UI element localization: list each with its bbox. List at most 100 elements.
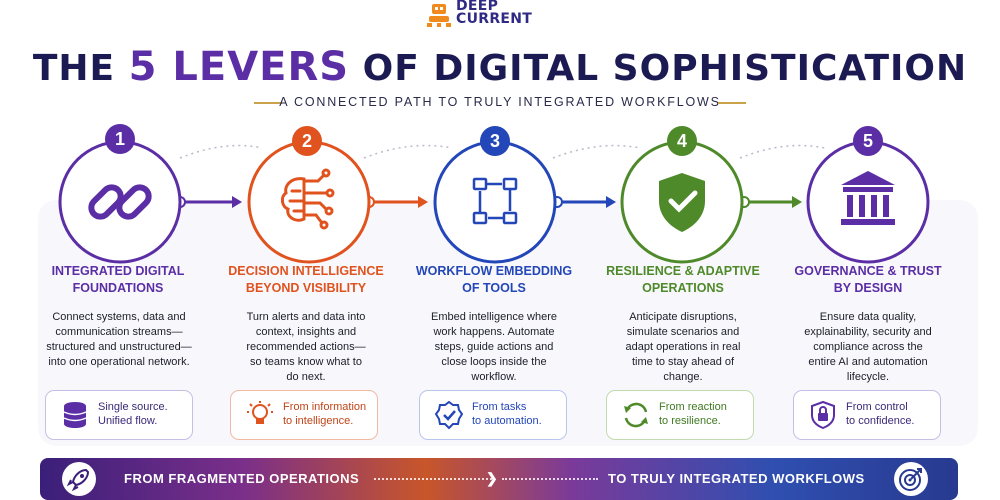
chevron-right-icon: ❯	[486, 470, 498, 486]
lever-2-card-line-1: From information	[283, 401, 367, 413]
banner-dotted-line	[374, 478, 492, 480]
lever-5-card: From control to confidence.	[793, 390, 941, 440]
lever-3-heading-line-1: WORKFLOW EMBEDDING	[415, 264, 573, 278]
lever-1-description: Connect systems, data and communication …	[27, 310, 211, 370]
lever-3-number: 3	[480, 126, 510, 156]
lever-2-desc-line: do next.	[286, 371, 326, 383]
lever-3-circle	[433, 140, 557, 264]
brain-circuit-icon	[280, 168, 335, 230]
logo-line-2: CURRENT	[456, 11, 533, 27]
lever-3-desc-line: close loops inside the	[441, 356, 547, 368]
lever-3-heading: WORKFLOW EMBEDDING OF TOOLS	[394, 263, 594, 297]
lever-3-desc-line: workflow.	[471, 371, 517, 383]
lever-2-desc-line: so teams know what to	[250, 356, 362, 368]
transformation-banner: FROM FRAGMENTED OPERATIONS ❯ TO TRULY IN…	[40, 458, 958, 500]
lever-5-desc-line: Ensure data quality,	[819, 311, 917, 323]
lever-2-desc-line: recommended actions—	[246, 341, 366, 353]
lever-4-heading-line-2: OPERATIONS	[642, 281, 724, 295]
lever-5-heading-line-1: GOVERNANCE & TRUST	[794, 264, 942, 278]
lever-2-number: 2	[292, 126, 322, 156]
lever-5-desc-line: lifecycle.	[846, 371, 890, 383]
title-accent: 5 LEVERS	[128, 44, 350, 90]
rocket-badge	[62, 462, 96, 496]
lever-3-desc-line: Embed intelligence where	[431, 311, 557, 323]
lever-5-desc-line: entire AI and automation	[808, 356, 928, 368]
lever-2-circle	[247, 140, 371, 264]
lever-4-heading-line-1: RESILIENCE & ADAPTIVE	[606, 264, 760, 278]
chain-link-icon	[88, 184, 152, 220]
lever-5-heading: GOVERNANCE & TRUST BY DESIGN	[768, 263, 968, 297]
lever-1-number: 1	[105, 124, 135, 154]
lever-1-heading-line-1: INTEGRATED DIGITAL	[51, 264, 185, 278]
lever-3-card-line-1: From tasks	[472, 401, 527, 413]
lever-2-desc-line: Turn alerts and data into	[246, 311, 366, 323]
lever-4-desc-line: Anticipate disruptions,	[629, 311, 737, 323]
lever-3-heading-line-2: OF TOOLS	[462, 281, 526, 295]
lever-5-card-line-2: to confidence.	[846, 415, 915, 427]
lever-2-heading-line-2: BEYOND VISIBILITY	[245, 281, 367, 295]
lever-4-description: Anticipate disruptions, simulate scenari…	[591, 310, 775, 385]
target-icon	[899, 468, 922, 491]
lever-4-card-line-2: to resilience.	[659, 415, 721, 427]
lever-2-heading-line-1: DECISION INTELLIGENCE	[228, 264, 384, 278]
banner-left-text: FROM FRAGMENTED OPERATIONS	[124, 471, 360, 486]
lever-3-desc-line: work happens. Automate	[433, 326, 555, 338]
lever-5-card-line-1: From control	[846, 401, 908, 413]
lever-3-desc-line: steps, guide actions and	[434, 341, 554, 353]
lever-2-card-line-2: to intelligence.	[283, 415, 354, 427]
lever-1-desc-line: communication streams—	[55, 326, 183, 338]
logo-line-1: DEEP	[456, 0, 499, 14]
lever-1-card-line-1: Single source.	[98, 401, 168, 413]
title-pre: THE	[32, 48, 129, 89]
lever-1-desc-line: Connect systems, data and	[52, 311, 186, 323]
lever-3-card-line-2: to automation.	[472, 415, 542, 427]
lever-4-desc-line: change.	[663, 371, 703, 383]
lever-5-number: 5	[853, 126, 883, 156]
lever-2-desc-line: context, insights and	[255, 326, 357, 338]
refresh-icon	[624, 402, 648, 428]
lever-5-description: Ensure data quality, explainability, sec…	[776, 310, 960, 385]
lever-5-circle	[806, 140, 930, 264]
lever-4-card: From reaction to resilience.	[606, 390, 754, 440]
shield-check-icon	[659, 173, 705, 232]
lever-3-card: From tasks to automation.	[419, 390, 567, 440]
lever-1-desc-line: structured and unstructured—	[46, 341, 192, 353]
lock-shield-icon	[811, 400, 835, 430]
badge-check-icon	[434, 400, 464, 430]
lever-4-number: 4	[667, 126, 697, 156]
lever-3-description: Embed intelligence where work happens. A…	[402, 310, 586, 385]
lever-4-circle	[620, 140, 744, 264]
lever-1-card-line-2: Unified flow.	[98, 415, 158, 427]
lever-4-desc-line: adapt operations in real	[625, 341, 741, 353]
page-subtitle: A CONNECTED PATH TO TRULY INTEGRATED WOR…	[279, 95, 721, 109]
rocket-icon	[66, 468, 90, 492]
banner-right-text: TO TRULY INTEGRATED WORKFLOWS	[608, 471, 865, 486]
institution-icon	[841, 171, 895, 225]
lever-4-desc-line: time to stay ahead of	[631, 356, 735, 368]
lightbulb-icon	[247, 401, 273, 424]
lever-1-card: Single source. Unified flow.	[45, 390, 193, 440]
lever-2-card: From information to intelligence.	[230, 390, 378, 440]
brand-logo: DEEP CURRENT	[426, 0, 576, 28]
lever-1-circle	[58, 140, 182, 264]
lever-5-desc-line: explainability, security and	[804, 326, 932, 338]
lever-4-heading: RESILIENCE & ADAPTIVE OPERATIONS	[583, 263, 783, 297]
lever-4-card-line-1: From reaction	[659, 401, 727, 413]
page-title: THE 5 LEVERS OF DIGITAL SOPHISTICATION	[0, 44, 1000, 90]
dotted-connectors	[179, 144, 826, 159]
lever-1-heading-line-2: FOUNDATIONS	[72, 281, 164, 295]
database-icon	[63, 402, 87, 428]
lever-4-desc-line: simulate scenarios and	[626, 326, 740, 338]
lever-2-description: Turn alerts and data into context, insig…	[214, 310, 398, 385]
title-post: OF DIGITAL SOPHISTICATION	[349, 48, 968, 89]
lever-1-heading: INTEGRATED DIGITAL FOUNDATIONS	[18, 263, 218, 297]
lever-5-heading-line-2: BY DESIGN	[833, 281, 903, 295]
robot-logo-icon	[427, 4, 451, 27]
subtitle-rule-right	[718, 102, 746, 104]
subtitle-rule-left	[254, 102, 282, 104]
banner-dotted-line	[502, 478, 598, 480]
lever-5-desc-line: compliance across the	[813, 341, 923, 353]
target-badge	[894, 462, 928, 496]
lever-2-heading: DECISION INTELLIGENCE BEYOND VISIBILITY	[206, 263, 406, 297]
workflow-loop-icon	[472, 177, 518, 225]
